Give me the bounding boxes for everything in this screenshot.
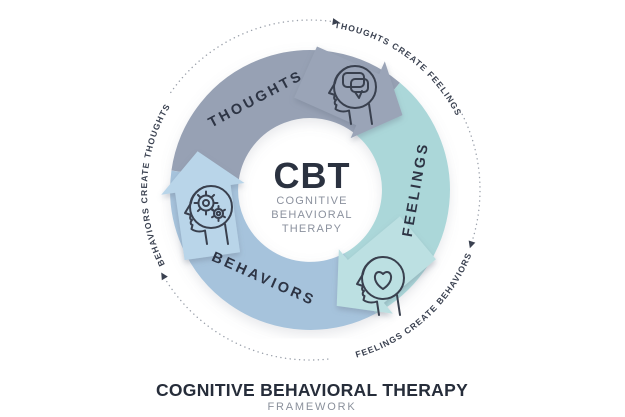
caption-block: COGNITIVE BEHAVIORAL THERAPY FRAMEWORK [156, 380, 468, 413]
caption-title: COGNITIVE BEHAVIORAL THERAPY [156, 380, 468, 400]
dotted-cycle-circle [161, 18, 481, 361]
cycle-label-behaviors-create-thoughts: BEHAVIORS CREATE THOUGHTS [139, 102, 172, 268]
caption-subtitle: FRAMEWORK [268, 401, 357, 413]
center-acronym: CBT [274, 155, 351, 196]
dotted-arc-right [459, 109, 481, 244]
flow-arrowhead-icon [332, 18, 340, 26]
center-subtitle-line3: THERAPY [282, 223, 342, 235]
cycle-label-text: BEHAVIORS CREATE THOUGHTS [139, 102, 171, 268]
flow-arrowhead-icon [468, 240, 476, 249]
dotted-arc-top-left [170, 19, 335, 94]
flow-arrowhead-icon [161, 272, 168, 281]
arrow-shape [294, 46, 403, 139]
heart-head-icon [356, 256, 405, 316]
arrow-shape [161, 151, 245, 261]
arrow-thoughts-to-feelings [294, 46, 403, 139]
center-subtitle-line2: BEHAVIORAL [271, 209, 353, 221]
center-title-block: CBT COGNITIVE BEHAVIORAL THERAPY [271, 155, 353, 235]
thought-bubbles-head-icon [328, 65, 377, 125]
arrow-behaviors-to-thoughts [161, 151, 245, 261]
center-subtitle-line1: COGNITIVE [276, 195, 347, 207]
gears-head-icon [184, 185, 233, 245]
